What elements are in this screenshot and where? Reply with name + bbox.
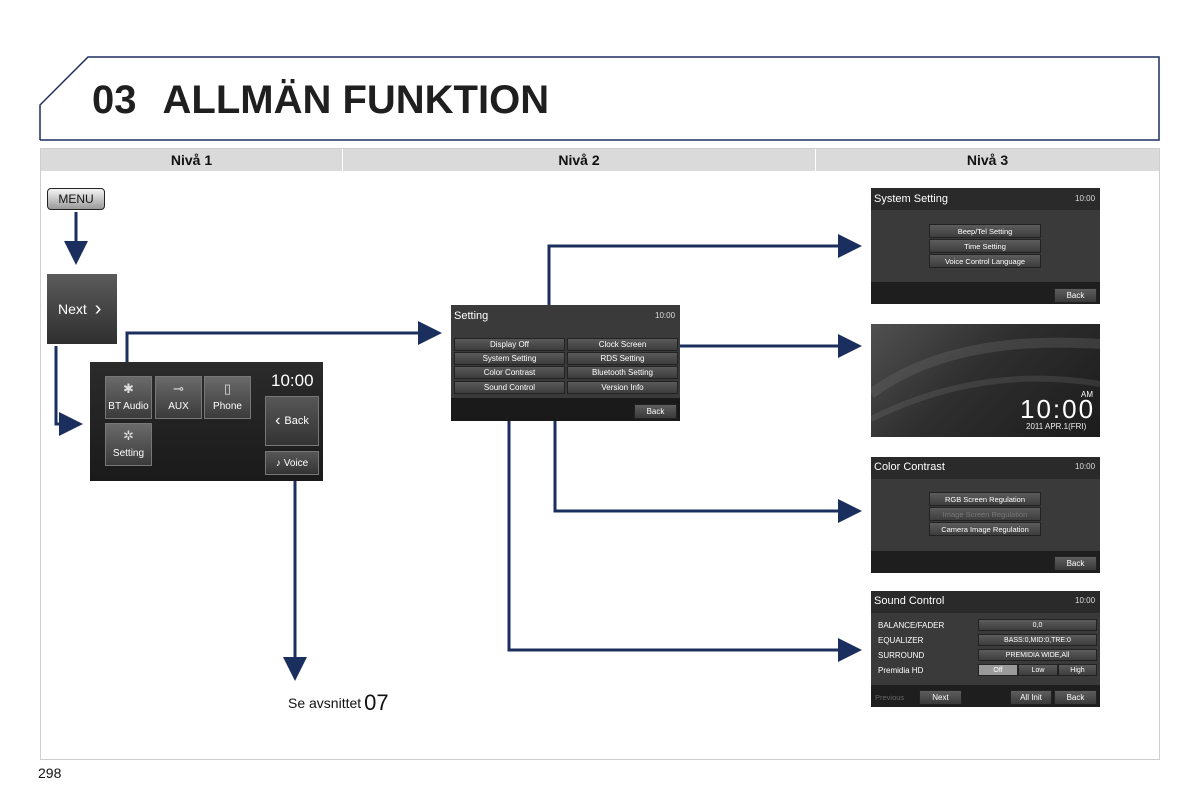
clock-time: 10:00 (1020, 394, 1096, 424)
setting-bluetooth-setting[interactable]: Bluetooth Setting (567, 366, 678, 379)
chapter-number: 03 (92, 78, 137, 122)
bluetooth-icon: ✱ (123, 381, 134, 396)
title-bar (871, 591, 1100, 613)
color-contrast-back-button[interactable]: Back (1054, 556, 1097, 571)
premidia-high-option[interactable]: High (1058, 664, 1097, 676)
setting-time: 10:00 (655, 311, 676, 320)
voice-control-language-button[interactable]: Voice Control Language (929, 254, 1041, 268)
voice-label: Voice (283, 457, 309, 469)
system-setting-title: System Setting (874, 193, 948, 205)
arrow-home-to-setting (125, 321, 442, 362)
column-header-level2: Nivå 2 (343, 149, 815, 171)
premidia-off-option[interactable]: Off (978, 664, 1018, 676)
setting-system-setting[interactable]: System Setting (454, 352, 565, 365)
clock-wallpaper (871, 337, 1100, 422)
sound-control-time: 10:00 (1075, 596, 1096, 605)
home-back-button[interactable]: ‹Back (265, 396, 319, 446)
image-screen-regulation-button: Image Screen Regulation (929, 507, 1041, 521)
surround-label: SURROUND (878, 651, 925, 660)
arrow-next-to-home (54, 346, 83, 436)
sound-control-back-button[interactable]: Back (1054, 690, 1097, 705)
sound-control-title: Sound Control (874, 595, 945, 607)
color-contrast-title: Color Contrast (874, 461, 945, 473)
setting-back-button[interactable]: Back (634, 404, 677, 419)
app-label: Setting (112, 448, 145, 459)
system-setting-footer (871, 282, 1100, 304)
beep-tel-setting-button[interactable]: Beep/Tel Setting (929, 224, 1041, 238)
color-contrast-footer (871, 551, 1100, 573)
app-label: AUX (168, 401, 189, 412)
camera-image-regulation-button[interactable]: Camera Image Regulation (929, 522, 1041, 536)
see-section-text: Se avsnittet (288, 695, 362, 711)
all-init-button[interactable]: All Init (1010, 690, 1052, 705)
clock-ampm: AM (1081, 390, 1093, 399)
see-section-number: 07 (364, 690, 389, 715)
system-setting-time: 10:00 (1075, 194, 1096, 203)
color-contrast-time: 10:00 (1075, 462, 1096, 471)
chapter-title: ALLMÄN FUNKTION (162, 78, 550, 122)
title-bar (871, 188, 1100, 210)
clock-date: 2011 APR.1(FRI) (1026, 422, 1087, 431)
equalizer-value[interactable]: BASS:0,MID:0,TRE:0 (978, 634, 1097, 646)
next-button[interactable]: Next › (47, 274, 117, 344)
premidia-hd-label: Premidia HD (878, 666, 924, 675)
app-setting[interactable]: ✲ Setting (105, 423, 152, 466)
setting-title: Setting (454, 310, 489, 322)
diagram-frame (40, 148, 1160, 760)
menu-button[interactable]: MENU (47, 188, 105, 210)
aux-cable-icon: ⊸ (173, 381, 184, 396)
voice-button[interactable]: ♪Voice (265, 451, 319, 475)
arrow-to-system-setting (547, 234, 862, 305)
setting-version-info[interactable]: Version Info (567, 381, 678, 394)
setting-display-off[interactable]: Display Off (454, 338, 565, 351)
setting-footer (451, 398, 680, 421)
rgb-screen-regulation-button[interactable]: RGB Screen Regulation (929, 492, 1041, 506)
time-setting-button[interactable]: Time Setting (929, 239, 1041, 253)
setting-sound-control[interactable]: Sound Control (454, 381, 565, 394)
page-title: 03 ALLMÄN FUNKTION (92, 78, 549, 123)
arrow-to-color-contrast (553, 421, 862, 523)
app-label: BT Audio (108, 401, 149, 412)
phone-icon: ▯ (223, 381, 232, 396)
app-aux[interactable]: ⊸ AUX (155, 376, 202, 419)
balance-fader-label: BALANCE/FADER (878, 621, 945, 630)
chevron-left-icon: ‹ (275, 412, 281, 429)
voice-icon: ♪ (275, 457, 281, 469)
back-label: Back (284, 415, 309, 427)
clock-screen (871, 324, 1100, 437)
system-setting-back-button[interactable]: Back (1054, 288, 1097, 303)
setting-clock-screen[interactable]: Clock Screen (567, 338, 678, 351)
arrow-to-sound-control (507, 421, 862, 662)
column-header-level3: Nivå 3 (816, 149, 1159, 171)
header-frame (39, 56, 1160, 141)
previous-button: Previous (875, 693, 905, 702)
home-clock: 10:00 (271, 371, 314, 390)
column-header-level1: Nivå 1 (41, 149, 342, 171)
surround-value[interactable]: PREMIDIA WIDE,All (978, 649, 1097, 661)
gear-icon: ✲ (123, 428, 134, 443)
setting-color-contrast[interactable]: Color Contrast (454, 366, 565, 379)
title-bar (871, 457, 1100, 479)
app-phone[interactable]: ▯ Phone (204, 376, 251, 419)
page-number: 298 (38, 765, 62, 781)
app-bt-audio[interactable]: ✱ BT Audio (105, 376, 152, 419)
app-label: Phone (213, 401, 242, 412)
premidia-low-option[interactable]: Low (1018, 664, 1058, 676)
setting-rds-setting[interactable]: RDS Setting (567, 352, 678, 365)
chevron-right-icon: › (94, 297, 102, 320)
next-button-label: Next (58, 301, 87, 317)
equalizer-label: EQUALIZER (878, 636, 924, 645)
balance-fader-value[interactable]: 0,0 (978, 619, 1097, 631)
sound-next-button[interactable]: Next (919, 690, 962, 705)
